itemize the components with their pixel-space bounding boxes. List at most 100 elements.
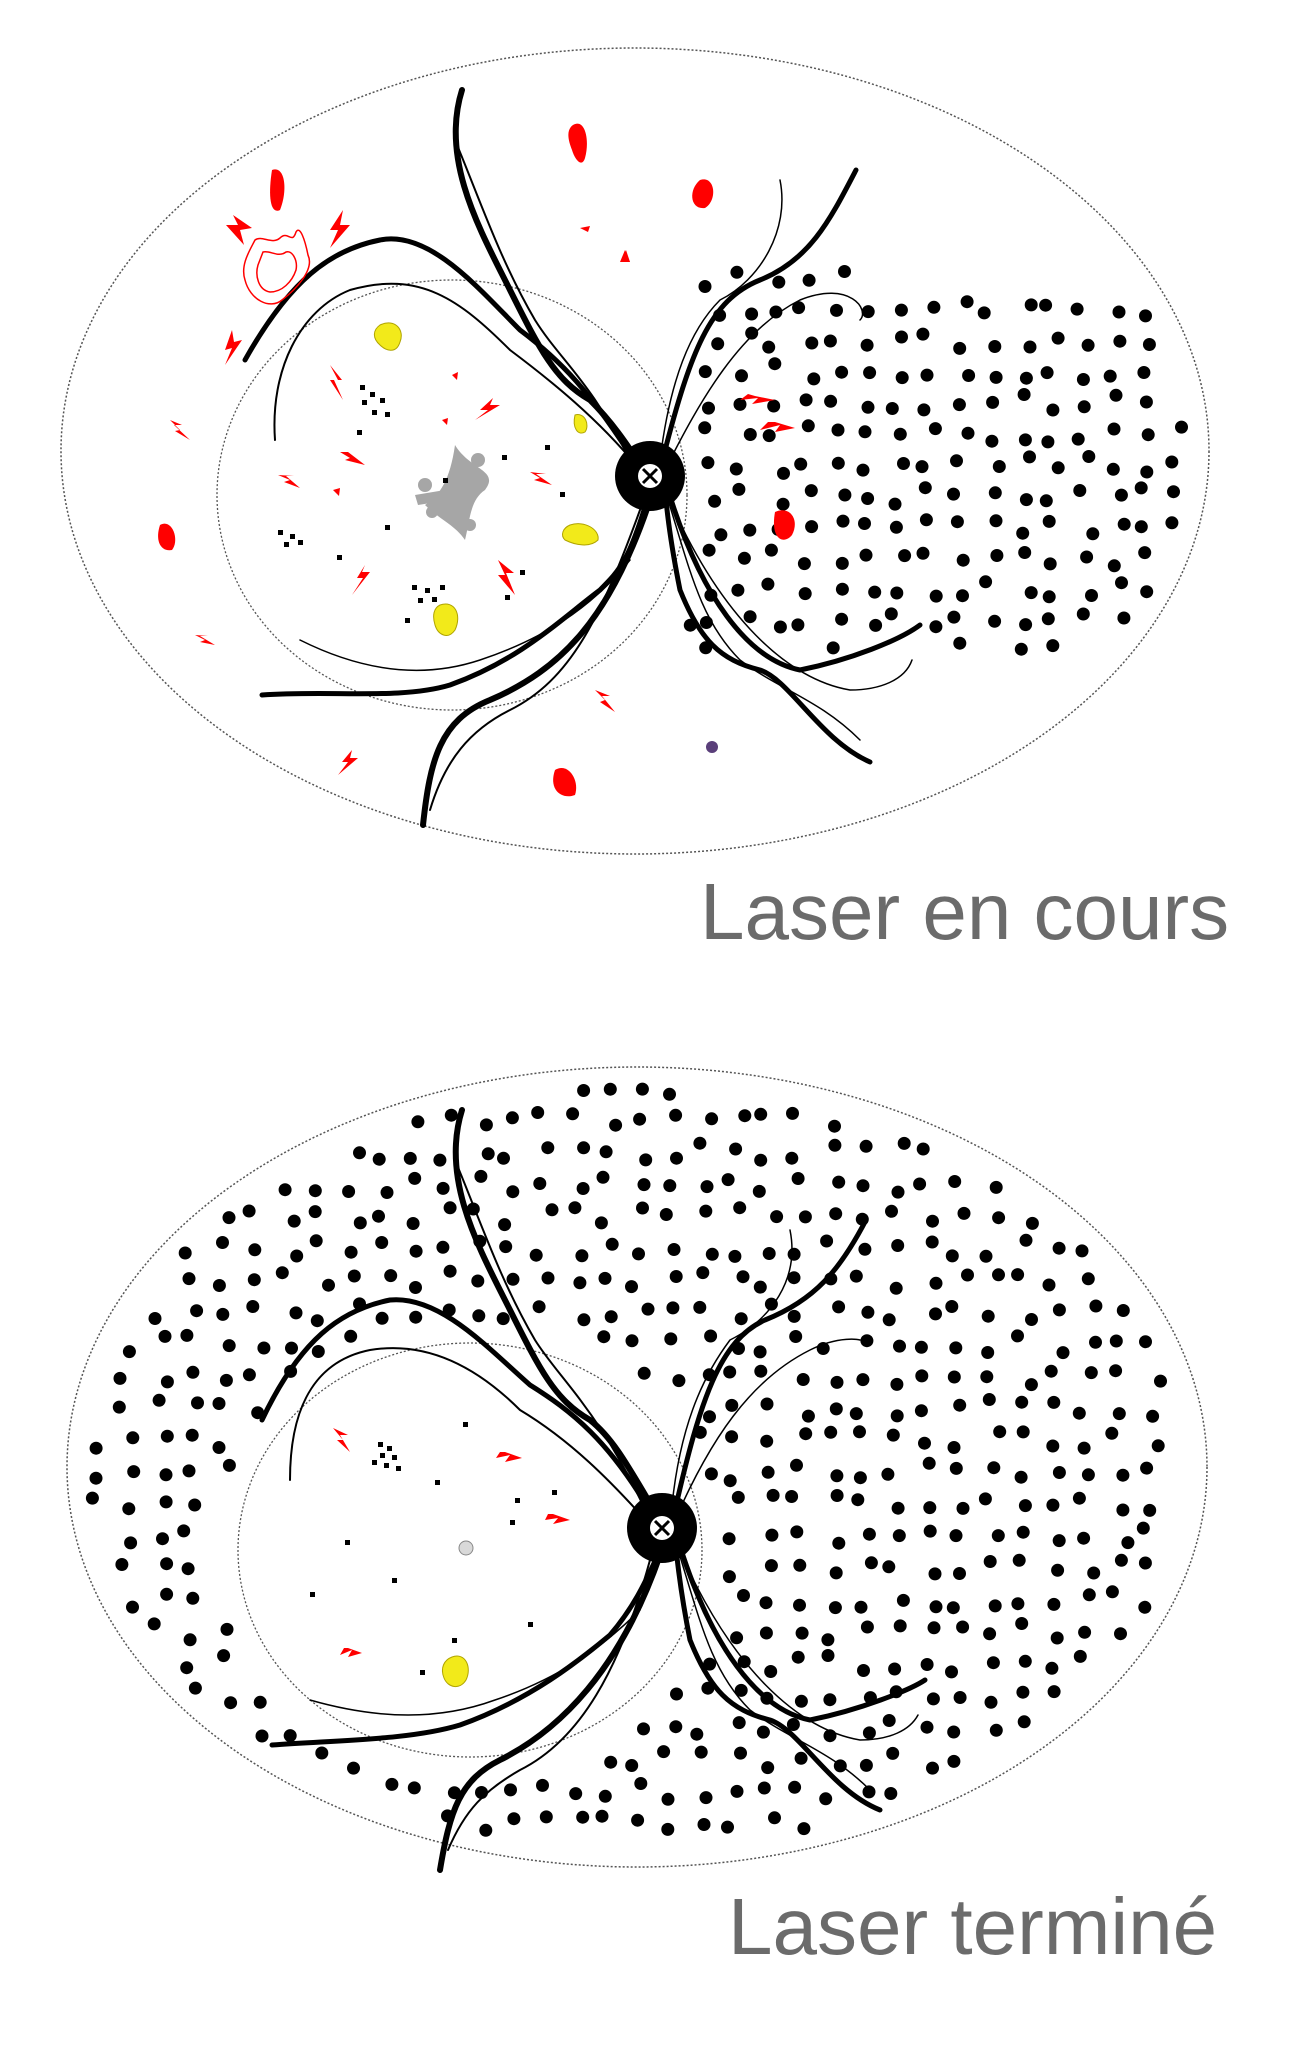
laser-spot-icon [956,589,969,603]
laser-spot-icon [1077,1531,1091,1545]
laser-spot-icon [89,1471,103,1485]
laser-spot-icon [1114,1627,1127,1641]
laser-spot-icon [853,1425,866,1439]
laser-spot-icon [1134,481,1148,495]
laser-spot-icon [725,1398,739,1412]
laser-spot-icon [743,428,757,441]
hemorrhage-icon [773,510,795,540]
laser-spot-icon [701,456,715,470]
laser-spot-icon [723,1474,737,1488]
laser-spot-icon [801,1409,815,1423]
laser-spot-icon [956,553,970,567]
laser-spots-panretinal [85,1082,1167,1837]
laser-spot-icon [308,1205,322,1219]
exudate-icon [441,1655,469,1687]
laser-spot-icon [1139,309,1152,323]
laser-spot-icon [160,1557,174,1571]
laser-spot-icon [787,1247,801,1261]
laser-spot-icon [1050,1631,1064,1645]
laser-spot-icon [914,1340,928,1354]
laser-spot-icon [984,1695,998,1709]
laser-spot-icon [826,641,840,655]
laser-spot-icon [835,365,849,379]
neovascular-tuft [706,741,718,753]
laser-spot-icon [182,1272,196,1286]
laser-spot-icon [1105,1426,1119,1440]
laser-spot-icon [926,1692,940,1706]
laser-spot-icon [384,1269,398,1283]
laser-spot-icon [156,1532,169,1546]
laser-spot-icon [764,1297,778,1311]
laser-spot-icon [832,1300,846,1314]
laser-spot-icon [1016,1425,1030,1439]
laser-spot-icon [1047,1395,1061,1409]
laser-spot-icon [860,1334,874,1348]
laser-spot-icon [479,1118,493,1132]
laser-spot-icon [433,1153,447,1167]
laser-spot-icon [443,1201,457,1215]
laser-spot-icon [1175,420,1188,434]
laser-spot-icon [160,1429,174,1443]
laser-spot-icon [698,421,712,435]
laser-spot-icon [986,1656,1000,1670]
laser-spot-icon [859,548,873,562]
laser-spot-icon [1151,1439,1165,1453]
laser-spot-icon [85,1491,99,1505]
laser-spot-icon [639,1153,653,1167]
laser-spot-icon [886,1428,900,1442]
laser-spot-icon [625,1334,639,1348]
laser-spot-icon [177,1524,191,1538]
laser-spot-icon [918,481,932,495]
laser-spot-icon [801,419,815,433]
laser-spot-icon [893,1339,906,1353]
laser-spot-icon [828,1138,842,1152]
laser-spot-icon [986,395,1000,409]
laser-spot-icon [1056,1346,1070,1360]
laser-spot-icon [861,1305,875,1319]
laser-spot-icon [922,1456,936,1470]
laser-spot-icon [929,1307,942,1321]
laser-spot-icon [148,1312,162,1325]
laser-spot-icon [723,1365,737,1379]
laser-spot-icon [625,1280,638,1294]
laser-spot-icon [372,1209,385,1223]
exudate-icon [373,322,402,351]
laser-spot-icon [1076,373,1090,386]
laser-spot-icon [1075,1244,1089,1258]
laser-spot-icon [541,1271,555,1285]
laser-spot-icon [1039,494,1053,508]
laser-spot-icon [731,1490,745,1504]
laser-spot-icon [819,1792,833,1806]
laser-spot-icon [403,1151,417,1165]
laser-spot-icon [1019,1233,1033,1247]
laser-spot-icon [835,612,849,626]
laser-spot-icon [824,394,838,408]
laser-spot-icon [915,1369,929,1383]
laser-spot-icon [729,1142,743,1156]
laser-spot-icon [705,1247,719,1261]
laser-spot-icon [929,1276,943,1290]
laser-spot-icon [869,618,883,632]
laser-spot-icon [663,1179,677,1193]
laser-spot-icon [1082,450,1096,463]
laser-spot-icon [1140,465,1154,479]
laser-spot-icon [980,1370,994,1384]
laser-spot-icon [641,1302,655,1316]
laser-spot-icon [920,368,934,382]
laser-spot-icon [989,370,1003,384]
laser-spot-icon [185,1428,199,1442]
laser-spot-icon [764,1559,778,1573]
laser-spot-icon [1105,1585,1119,1599]
laser-spot-icon [734,1746,747,1760]
laser-spot-icon [1103,369,1117,383]
fovea-marker [458,1540,474,1556]
laser-spot-icon [311,1345,325,1358]
laser-spot-icon [831,456,845,470]
laser-spot-icon [787,1309,801,1323]
laser-spot-icon [1072,1406,1086,1420]
laser-spot-icon [897,457,910,470]
laser-spot-icon [947,1754,961,1768]
laser-spot-icon [760,1434,774,1448]
laser-spot-icon [953,341,967,355]
laser-spot-icon [1023,340,1037,354]
